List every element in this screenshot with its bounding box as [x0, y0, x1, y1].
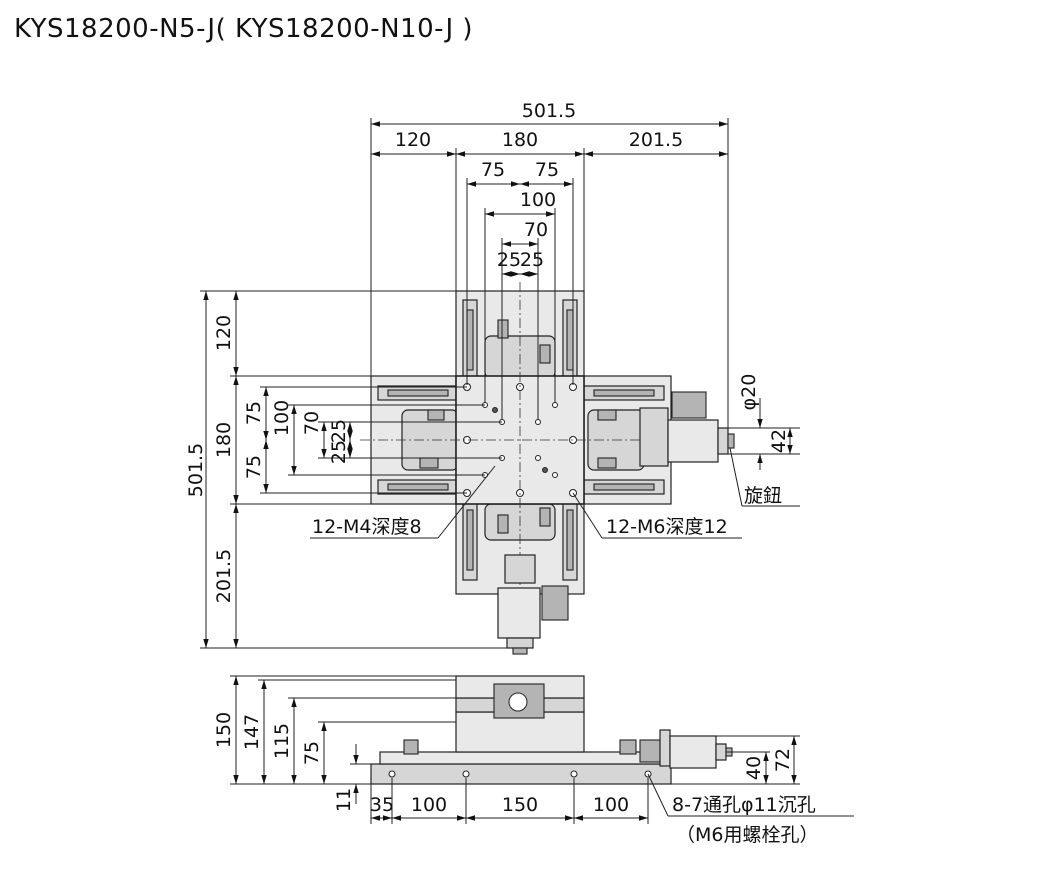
label-m4-holes: 12-M4深度8 — [312, 516, 422, 538]
dim-hole-75-left: 75 — [481, 159, 505, 181]
dim-hole-75-top: 75 — [243, 401, 265, 425]
dim-top-120: 120 — [213, 315, 235, 351]
dim-hole-100-v: 100 — [271, 400, 293, 436]
side-view-labels: 8-7通孔φ11沉孔 （M6用螺栓孔） — [647, 773, 854, 846]
dim-side-100-right: 100 — [593, 794, 629, 816]
top-view — [360, 282, 735, 655]
dim-right-201-5: 201.5 — [629, 129, 683, 151]
dim-bottom-201-5: 201.5 — [213, 549, 235, 603]
dim-side-72: 72 — [772, 748, 794, 772]
dim-side-115: 115 — [271, 723, 293, 759]
dim-hole-70: 70 — [524, 219, 548, 241]
dim-side-75: 75 — [301, 741, 323, 765]
dim-knob-diameter: φ20 — [738, 374, 760, 411]
dim-left-120: 120 — [395, 129, 431, 151]
label-knob: 旋鈕 — [744, 485, 782, 507]
page-title: KYS18200-N5-J( KYS18200-N10-J ) — [14, 14, 474, 44]
dim-center-180-v: 180 — [213, 422, 235, 458]
dim-knob-42: 42 — [768, 429, 790, 453]
knob-dims: φ20 42 — [728, 374, 800, 470]
side-vertical-dims: 150 147 115 75 11 72 40 — [213, 675, 800, 812]
dim-hole-25-bottom: 25 — [328, 440, 350, 464]
dim-hole-25-left: 25 — [497, 249, 521, 271]
dim-side-150: 150 — [213, 712, 235, 748]
dim-center-180: 180 — [502, 129, 538, 151]
side-x-stage — [455, 711, 585, 753]
side-base-plate — [370, 763, 672, 785]
dim-hole-75-right: 75 — [535, 159, 559, 181]
dim-overall-width: 501.5 — [522, 100, 576, 122]
dim-hole-100: 100 — [520, 189, 556, 211]
dim-side-150-h: 150 — [502, 794, 538, 816]
top-view-labels: 旋鈕 12-M4深度8 12-M6深度12 — [310, 447, 800, 539]
dim-hole-25-top: 25 — [328, 419, 350, 443]
label-m6-holes: 12-M6深度12 — [606, 516, 728, 538]
top-vertical-dims: 501.5 120 180 201.5 75 75 100 70 25 25 — [185, 290, 520, 649]
dim-overall-height: 501.5 — [185, 443, 207, 497]
side-view — [370, 675, 733, 785]
dim-hole-70-v: 70 — [301, 411, 323, 435]
label-bolt-holes: （M6用螺栓孔） — [676, 824, 818, 846]
dim-side-11: 11 — [333, 788, 355, 812]
dim-side-147: 147 — [241, 714, 263, 750]
dim-side-40: 40 — [743, 756, 765, 780]
side-horizontal-dims: 35 100 150 100 — [370, 778, 649, 824]
label-through-holes: 8-7通孔φ11沉孔 — [672, 794, 816, 816]
dim-side-100-left: 100 — [411, 794, 447, 816]
dim-hole-25-right: 25 — [520, 249, 544, 271]
dim-hole-75-bottom: 75 — [243, 455, 265, 479]
top-horizontal-dims: 501.5 120 180 201.5 75 75 100 70 25 25 — [370, 100, 729, 428]
dim-side-35: 35 — [370, 794, 394, 816]
